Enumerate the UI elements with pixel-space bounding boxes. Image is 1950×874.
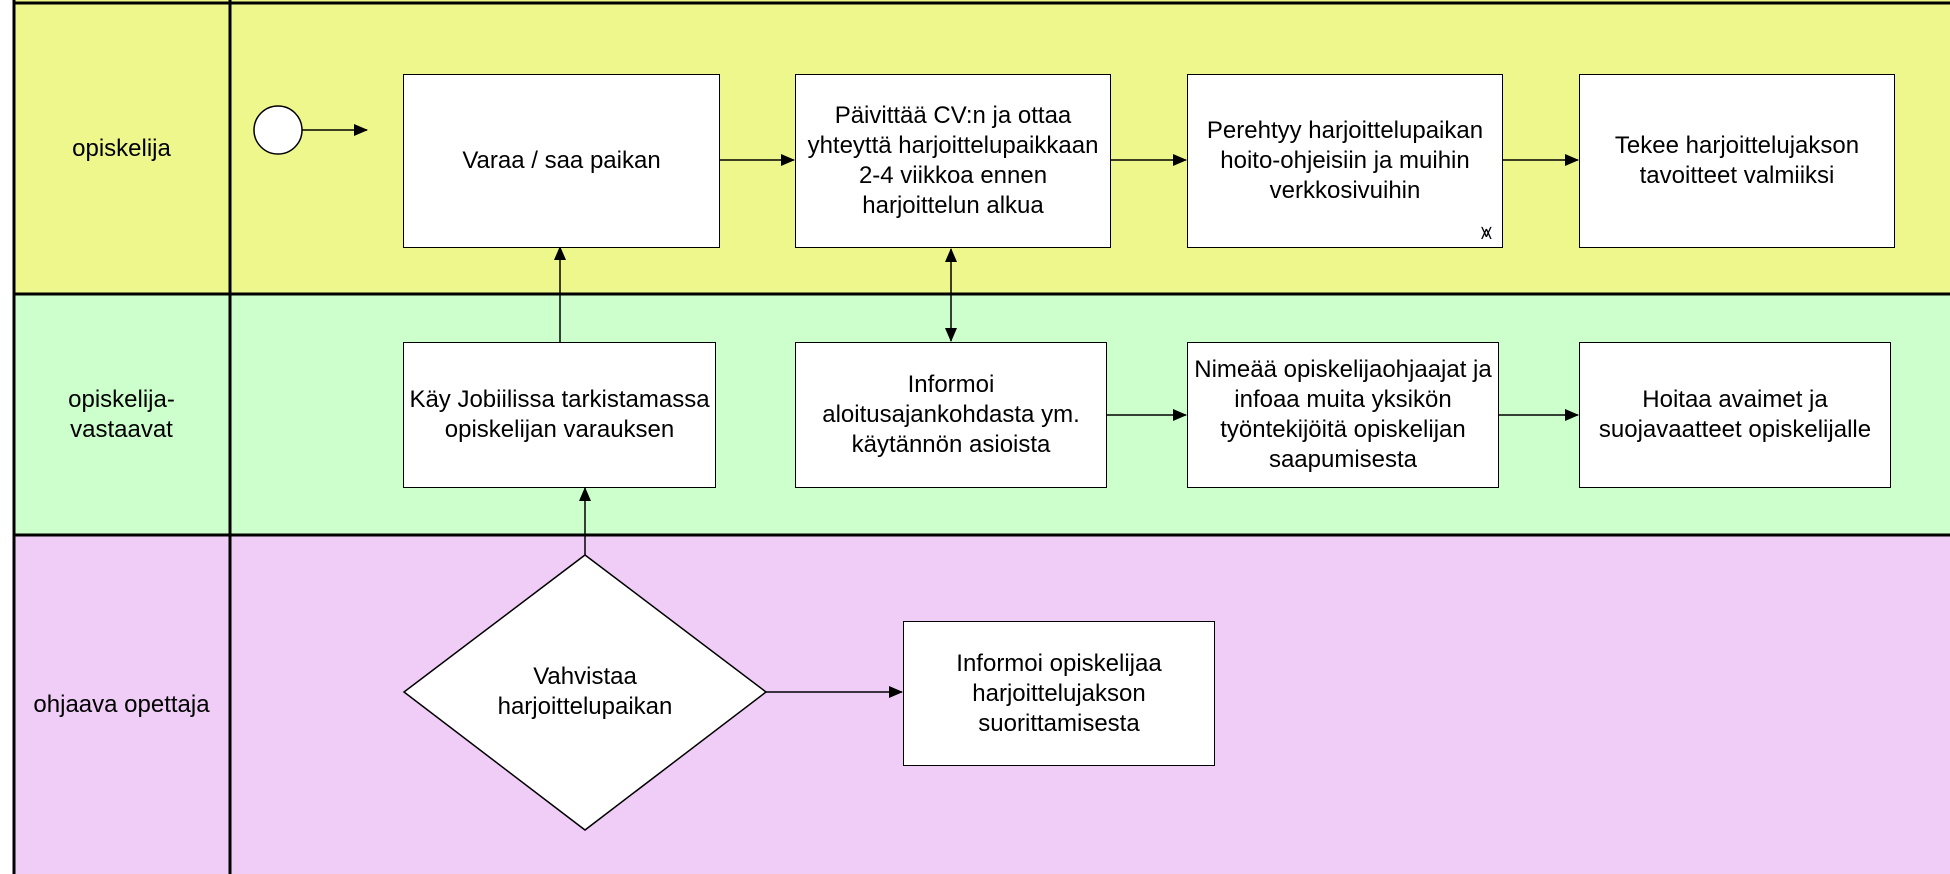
task-varaa[interactable]: Varaa / saa paikan [403,74,720,248]
task-hoitaa[interactable]: Hoitaa avaimet ja suojavaatteet opiskeli… [1579,342,1891,488]
decision-vahvistaa-label[interactable]: Vahvistaa harjoittelupaikan [497,663,673,720]
task-perehtyy-label: Perehtyy harjoittelupaikan hoito-ohjeisi… [1206,117,1484,204]
lane-label-vastaavat: opiskelija- vastaavat [68,385,175,443]
subprocess-icon: ⩙ [1480,222,1492,244]
lane-label-opettaja: ohjaava opettaja [33,690,210,718]
decision-diamond [402,554,768,831]
task-nimeaa[interactable]: Nimeää opiskelijaohjaajat ja infoaa muit… [1187,342,1499,488]
task-kay[interactable]: Käy Jobiilissa tarkistamassa opiskelijan… [403,342,716,488]
task-perehtyy[interactable]: Perehtyy harjoittelupaikan hoito-ohjeisi… [1187,74,1503,248]
task-paivittaa[interactable]: Päivittää CV:n ja ottaa yhteyttä harjoit… [795,74,1111,248]
lane-label-opiskelija: opiskelija [72,134,171,162]
task-informoi-aloitus[interactable]: Informoi aloitusajankohdasta ym. käytänn… [795,342,1107,488]
start-event-circle [253,105,303,155]
task-informoi-opiskelijaa[interactable]: Informoi opiskelijaa harjoittelujakson s… [903,621,1215,766]
task-tekee[interactable]: Tekee harjoittelujakson tavoitteet valmi… [1579,74,1895,248]
